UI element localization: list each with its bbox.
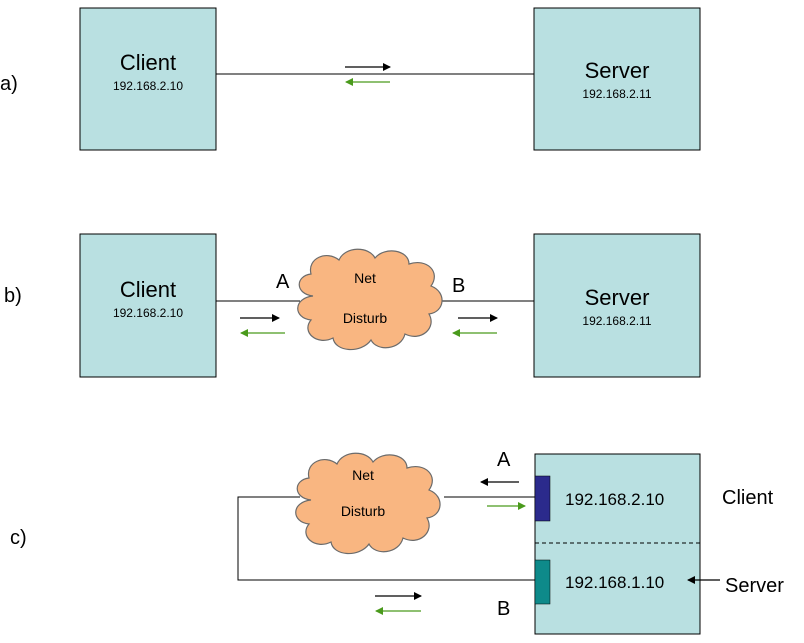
point-b-label: B xyxy=(497,598,510,620)
panel-c-label: c) xyxy=(10,527,27,549)
panel-b-label: b) xyxy=(4,285,22,307)
server-title: Server xyxy=(585,58,650,83)
server-title: Server xyxy=(585,285,650,310)
net-disturb-cloud: Net Disturb xyxy=(295,452,441,555)
client-title: Client xyxy=(120,277,176,302)
server-box: Server 192.168.2.11 xyxy=(533,233,701,378)
cloud-text-net: Net xyxy=(354,270,376,286)
panel-a-label: a) xyxy=(0,73,18,95)
client-box: Client 192.168.2.10 xyxy=(79,7,217,151)
panel-a: a) Client 192.168.2.10 Server 192.168.2.… xyxy=(0,7,701,151)
cloud-text-disturb: Disturb xyxy=(343,310,388,326)
cloud-text-net: Net xyxy=(352,467,374,483)
client-title: Client xyxy=(120,50,176,75)
server-label: Server xyxy=(725,575,784,597)
panel-b: b) Client 192.168.2.10 Server 192.168.2.… xyxy=(4,233,701,378)
client-interface-port xyxy=(534,475,551,522)
server-ip: 192.168.2.11 xyxy=(582,314,652,328)
client-box: Client 192.168.2.10 xyxy=(79,233,217,378)
net-disturb-cloud: Net Disturb xyxy=(297,248,443,351)
cloud-text-disturb: Disturb xyxy=(341,503,386,519)
client-ip: 192.168.2.10 xyxy=(113,79,183,93)
server-box: Server 192.168.2.11 xyxy=(533,7,701,151)
server-ip: 192.168.2.11 xyxy=(582,87,652,101)
point-a-label: A xyxy=(276,271,290,293)
loop-cable xyxy=(237,496,535,581)
point-b-label: B xyxy=(452,275,465,297)
point-a-label: A xyxy=(497,449,511,471)
client-ip: 192.168.2.10 xyxy=(113,306,183,320)
server-interface-port xyxy=(534,559,551,605)
panel-c: c) Net Disturb 192.168.2.10 192.168.1.10… xyxy=(10,449,784,635)
server-interface-ip: 192.168.1.10 xyxy=(565,573,664,592)
host-box xyxy=(534,453,701,635)
client-label: Client xyxy=(722,487,774,509)
client-interface-ip: 192.168.2.10 xyxy=(565,490,664,509)
